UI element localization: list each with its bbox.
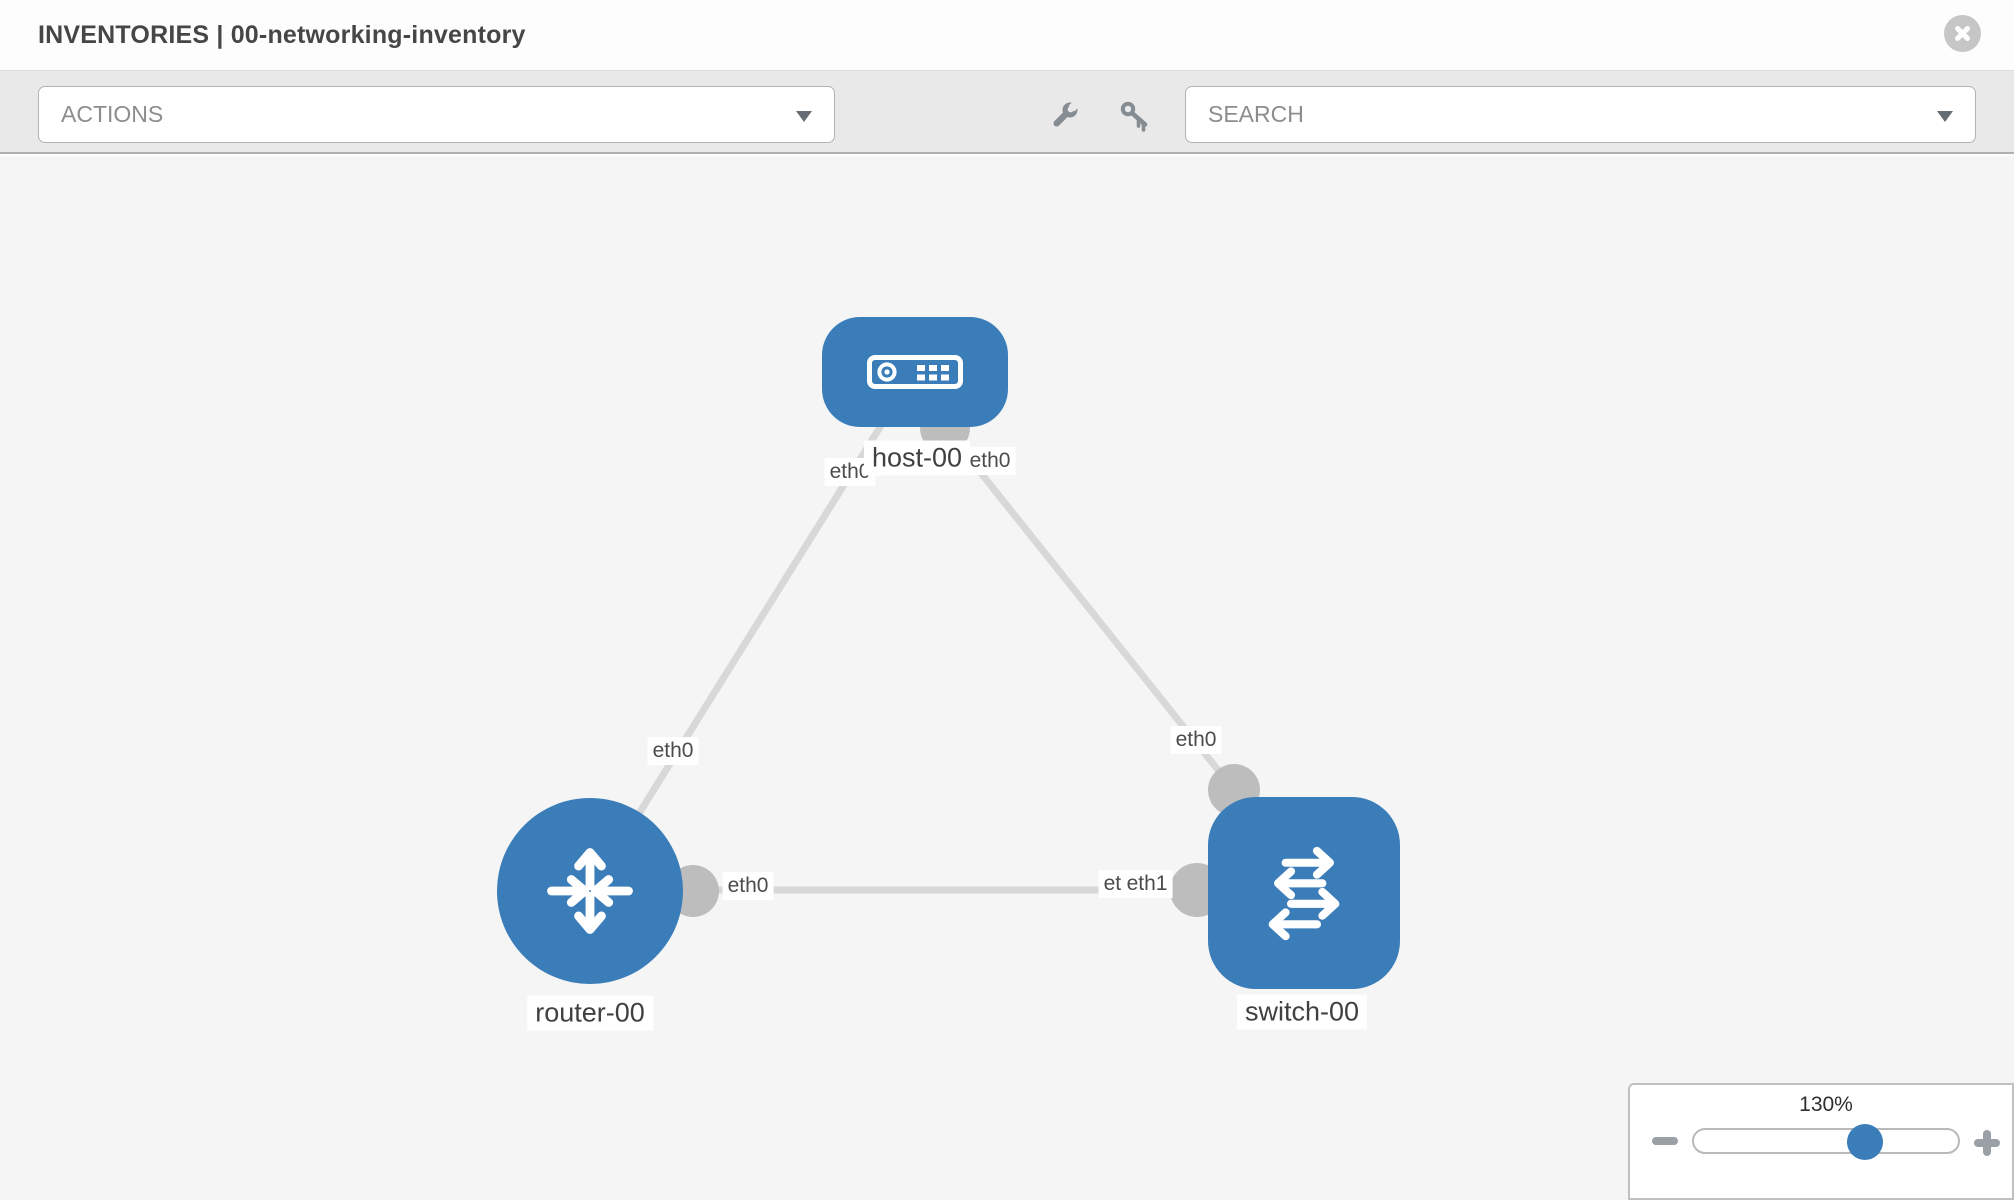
- key-icon: [1120, 101, 1148, 132]
- node-switch-00[interactable]: [1208, 797, 1400, 989]
- header: INVENTORIES | 00-networking-inventory: [0, 0, 2014, 70]
- credentials-key-button[interactable]: [1117, 98, 1151, 132]
- topology-canvas[interactable]: eth0 host-00 eth0 eth0 eth0 eth0 eth0 et…: [0, 156, 2014, 1200]
- node-host-00[interactable]: [822, 317, 1008, 427]
- iface-label: eth1: [1121, 870, 1173, 898]
- actions-dropdown[interactable]: ACTIONS: [38, 86, 835, 143]
- node-label-switch-00: switch-00: [1236, 994, 1368, 1030]
- node-label-host-00: host-00: [863, 440, 971, 476]
- iface-label: eth0: [647, 737, 699, 765]
- zoom-slider-track[interactable]: [1692, 1128, 1960, 1154]
- zoom-slider-handle[interactable]: [1847, 1124, 1883, 1160]
- iface-label: eth0: [964, 447, 1016, 475]
- chevron-down-icon: [796, 111, 812, 122]
- toolbar: ACTIONS: [0, 70, 2014, 154]
- page-title: INVENTORIES | 00-networking-inventory: [38, 21, 526, 49]
- router-icon: [547, 848, 633, 934]
- link-host-router[interactable]: [586, 367, 919, 896]
- host-icon: [867, 355, 963, 389]
- zoom-in-button[interactable]: [1974, 1130, 2000, 1156]
- topology-edges: [586, 367, 1260, 917]
- plus-icon: [1983, 1130, 1991, 1156]
- close-button[interactable]: [1944, 15, 1981, 52]
- switch-icon: [1268, 846, 1340, 941]
- zoom-level: 130%: [1799, 1093, 1853, 1116]
- node-label-router-00: router-00: [527, 995, 653, 1031]
- chevron-down-icon: [1937, 111, 1953, 122]
- search-dropdown[interactable]: SEARCH: [1185, 86, 1976, 143]
- wrench-icon: [1053, 100, 1080, 127]
- actions-dropdown-label: ACTIONS: [61, 101, 164, 127]
- configure-tools-button[interactable]: [1048, 98, 1082, 132]
- node-router-00[interactable]: [497, 798, 683, 984]
- iface-label: eth0: [1170, 726, 1222, 754]
- iface-label: eth0: [722, 872, 774, 900]
- zoom-panel: 130%: [1628, 1083, 2014, 1200]
- search-placeholder: SEARCH: [1208, 101, 1304, 127]
- zoom-out-button[interactable]: [1652, 1137, 1678, 1145]
